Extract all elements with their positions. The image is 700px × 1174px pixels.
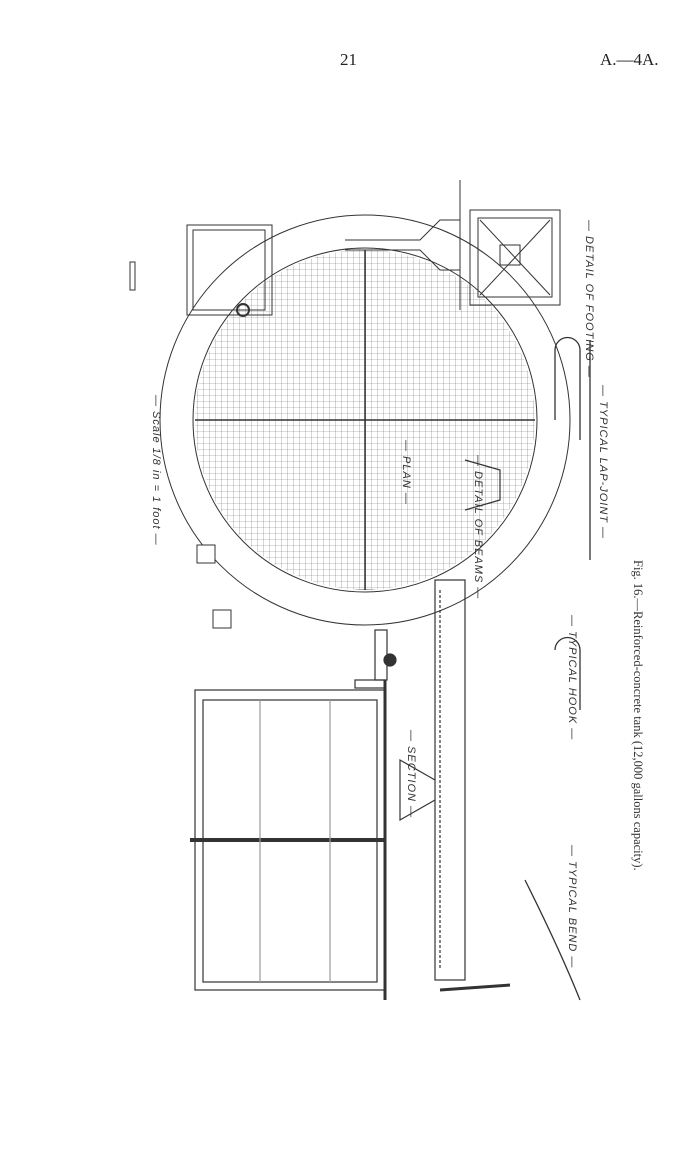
footing-detail [345,180,561,310]
typical-bend-label: — TYPICAL BEND — [566,845,578,969]
page-reference: A.—4A. [600,50,659,69]
typical-hook-label: — TYPICAL HOOK — [566,615,578,741]
page-number: 21 [340,50,357,69]
section-label: — SECTION — [405,730,417,819]
detail-footing-label: — DETAIL OF FOOTING — [583,220,595,378]
scale-label: — Scale 1/8 in = 1 foot — [150,395,162,546]
typical-lap-joint-label: — TYPICAL LAP-JOINT — [597,385,609,540]
plan-view [129,214,571,629]
section-view [190,629,397,1000]
typical-details [524,336,591,1001]
beam-detail [399,459,511,992]
plan-label: — PLAN — [400,440,412,505]
detail-beams-label: — DETAIL OF BEAMS — [472,455,484,600]
figure-caption: Fig. 16.—Reinforced-concrete tank (12,00… [631,560,645,871]
